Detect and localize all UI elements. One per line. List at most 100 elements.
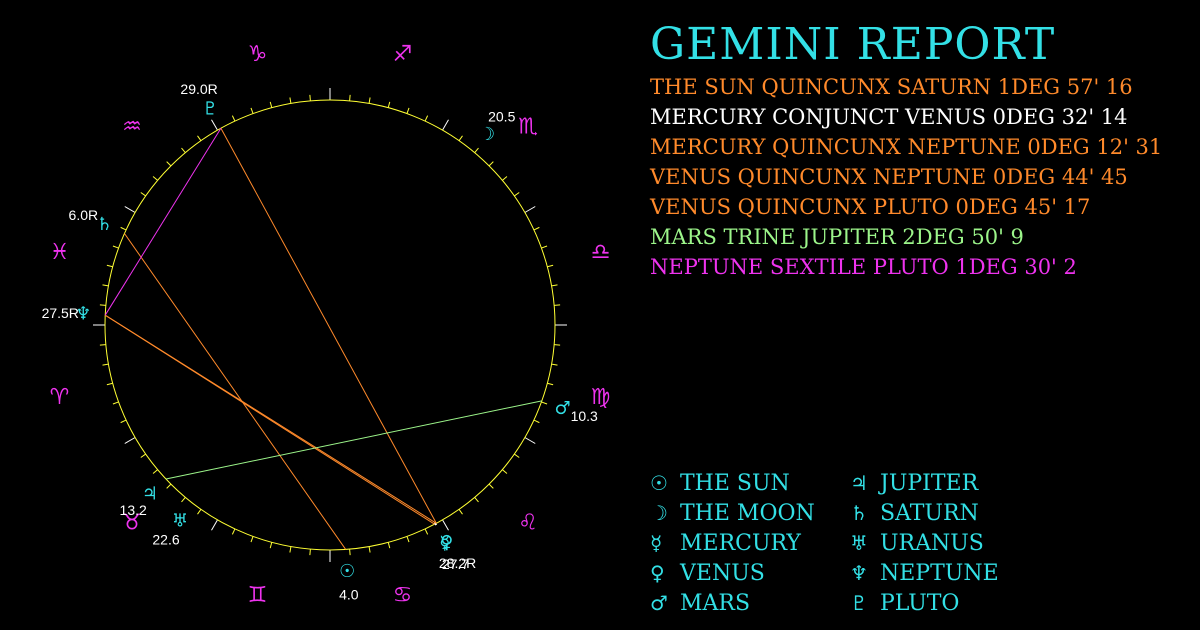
legend-item-saturn: ♄SATURN — [850, 498, 999, 528]
legend-item-mercury: ☿MERCURY — [650, 528, 815, 558]
minor-tick — [309, 94, 311, 101]
minor-tick — [112, 245, 119, 249]
minor-tick — [502, 176, 508, 181]
mercury-degree-label: 27.7 — [442, 556, 469, 572]
virgo-icon: ♍ — [591, 385, 611, 410]
legend-label: PLUTO — [880, 591, 960, 616]
pisces-icon: ♓ — [50, 240, 70, 265]
aspect-line: VENUS QUINCUNX NEPTUNE 0DEG 44' 45 — [650, 165, 1128, 189]
major-tick — [124, 437, 136, 444]
minor-tick — [349, 549, 351, 556]
minor-tick — [458, 135, 463, 141]
zodiac-signs: ♈♉♊♋♌♍♎♏♐♑♒♓ — [50, 42, 611, 608]
minor-tick — [541, 245, 548, 249]
legend-item-uranus: ♅URANUS — [850, 528, 999, 558]
neptune-icon: ♆ — [75, 304, 91, 325]
aspect-lines — [104, 127, 542, 550]
minor-tick — [551, 363, 558, 366]
legend-label: MARS — [680, 591, 751, 616]
minor-tick — [547, 382, 554, 386]
minor-tick — [231, 115, 236, 122]
aspect-mars-jupiter — [165, 400, 542, 480]
minor-tick — [99, 304, 106, 306]
zodiac-circle — [104, 99, 556, 551]
minor-tick — [368, 546, 371, 553]
legend-item-jupiter: ♃ JUPITER — [850, 468, 999, 498]
aries-icon: ♈ — [50, 385, 70, 410]
aquarius-icon: ♒ — [122, 115, 142, 140]
pluto-icon: ♇ — [850, 591, 868, 615]
minor-tick — [166, 483, 172, 489]
minor-tick — [120, 419, 127, 424]
minor-tick — [181, 147, 186, 153]
major-tick — [211, 119, 218, 131]
minor-tick — [554, 304, 561, 306]
minor-tick — [309, 549, 311, 556]
minor-tick — [166, 161, 172, 167]
leo-icon: ♌ — [518, 510, 538, 535]
minor-tick — [424, 528, 429, 535]
minor-tick — [231, 528, 236, 535]
minor-tick — [102, 363, 109, 366]
minor-tick — [140, 453, 146, 458]
jupiter-icon: ♃ — [142, 484, 158, 505]
legend-label: URANUS — [880, 531, 984, 556]
major-tick — [442, 519, 449, 531]
minor-tick — [269, 101, 273, 108]
minor-tick — [514, 192, 520, 197]
planet-markers: ☉4.0☽20.5☿27.7♀28.2R♂10.3♃13.2♄6.0R♅22.6… — [42, 81, 598, 602]
jupiter-degree-label: 13.2 — [120, 502, 147, 518]
major-tick — [124, 206, 136, 213]
saturn-degree-label: 6.0R — [69, 207, 99, 223]
legend-label: SATURN — [880, 501, 979, 526]
minor-tick — [458, 509, 463, 515]
minor-tick — [181, 497, 186, 503]
minor-tick — [488, 161, 494, 167]
minor-tick — [406, 536, 410, 543]
moon-degree-label: 20.5 — [488, 109, 515, 125]
minor-tick — [99, 344, 106, 346]
minor-tick — [533, 226, 540, 231]
legend-item-venus: ♀VENUS — [650, 558, 815, 588]
scorpio-icon: ♏ — [518, 115, 538, 140]
legend-label: JUPITER — [880, 471, 979, 496]
minor-tick — [406, 107, 410, 114]
aspect-venus-neptune — [104, 314, 437, 524]
minor-tick — [551, 284, 558, 287]
aspect-line: VENUS QUINCUNX PLUTO 0DEG 45' 17 — [650, 195, 1091, 219]
minor-tick — [140, 192, 146, 197]
mars-degree-label: 10.3 — [571, 408, 598, 424]
aspect-neptune-pluto — [104, 127, 222, 316]
minor-tick — [514, 453, 520, 458]
minor-tick — [541, 401, 548, 405]
uranus-degree-label: 22.6 — [152, 531, 179, 547]
major-tick — [524, 437, 536, 444]
minor-tick — [488, 483, 494, 489]
moon-icon: ☽ — [479, 124, 495, 145]
aspect-line: THE SUN QUINCUNX SATURN 1DEG 57' 16 — [650, 75, 1133, 99]
minor-tick — [250, 536, 254, 543]
aspect-venus-pluto — [220, 127, 437, 524]
uranus-icon: ♅ — [172, 511, 188, 532]
minor-tick — [102, 284, 109, 287]
sagittarius-icon: ♐ — [393, 42, 413, 67]
minor-tick — [289, 546, 292, 553]
minor-tick — [474, 147, 479, 153]
venus-degree-label: 28.2R — [439, 555, 476, 571]
minor-tick — [547, 264, 554, 268]
minor-tick — [250, 107, 254, 114]
minor-tick — [152, 469, 158, 474]
minor-tick — [502, 469, 508, 474]
saturn-icon: ♄ — [96, 214, 112, 235]
report-title: GEMINI REPORT — [650, 19, 1056, 70]
legend-item-the-moon: ☽THE MOON — [650, 498, 815, 528]
minor-tick — [349, 94, 351, 101]
gemini-icon: ♊ — [248, 583, 268, 608]
major-tick — [442, 119, 449, 131]
neptune-degree-label: 27.5R — [42, 305, 79, 321]
minor-tick — [197, 509, 202, 515]
jupiter-icon: ♃ — [850, 471, 868, 495]
minor-tick — [368, 97, 371, 104]
cancer-icon: ♋ — [393, 583, 413, 608]
